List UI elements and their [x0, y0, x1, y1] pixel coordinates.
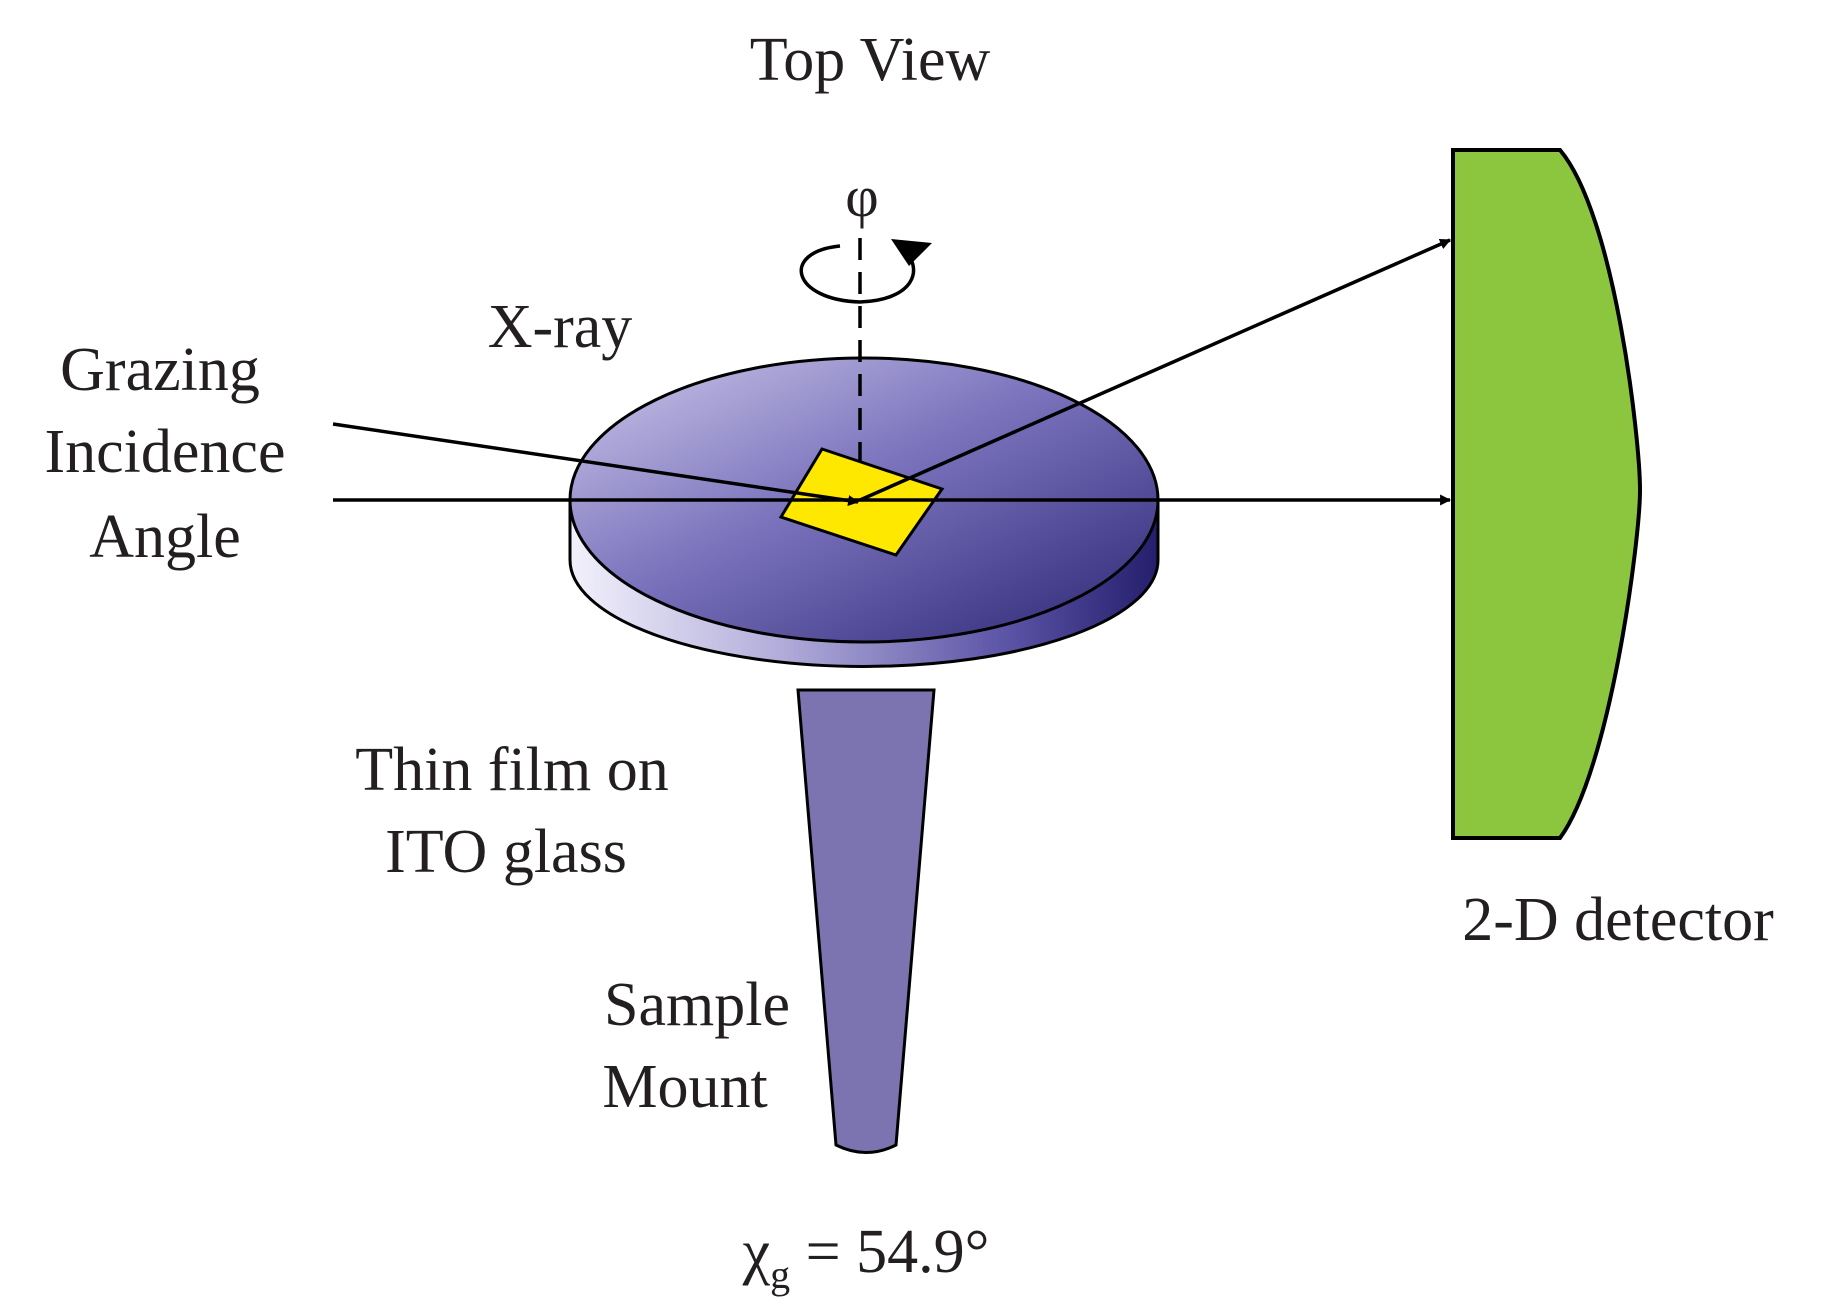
grazing-label-line2: Incidence [45, 418, 286, 486]
2d-detector [1451, 148, 1643, 840]
phi-rotation-arrowhead-icon [891, 239, 932, 266]
chi-g-equation: χg = 54.9° [742, 1218, 990, 1297]
incident-xray-beam [332, 422, 860, 506]
grazing-label-line1: Grazing [60, 336, 260, 404]
xray-label: X-ray [488, 293, 633, 361]
thin-film-label-line1: Thin film on [355, 736, 668, 804]
phi-rotation-arrow [799, 244, 916, 304]
thin-film-label-line2: ITO glass [385, 818, 627, 886]
diffracted-beam [859, 238, 1452, 502]
chi-symbol: χ [742, 1218, 771, 1286]
chi-subscript: g [770, 1252, 790, 1297]
detector-label: 2-D detector [1462, 886, 1774, 954]
chi-value: = 54.9° [790, 1218, 989, 1286]
phi-label: φ [845, 164, 878, 229]
top-view-label: Top View [750, 26, 991, 94]
sample-mount-label-line2: Mount [602, 1053, 767, 1121]
sample-mount-stem [796, 688, 936, 1154]
sample-mount-label-line1: Sample [604, 971, 790, 1039]
grazing-label-line3: Angle [89, 503, 241, 571]
